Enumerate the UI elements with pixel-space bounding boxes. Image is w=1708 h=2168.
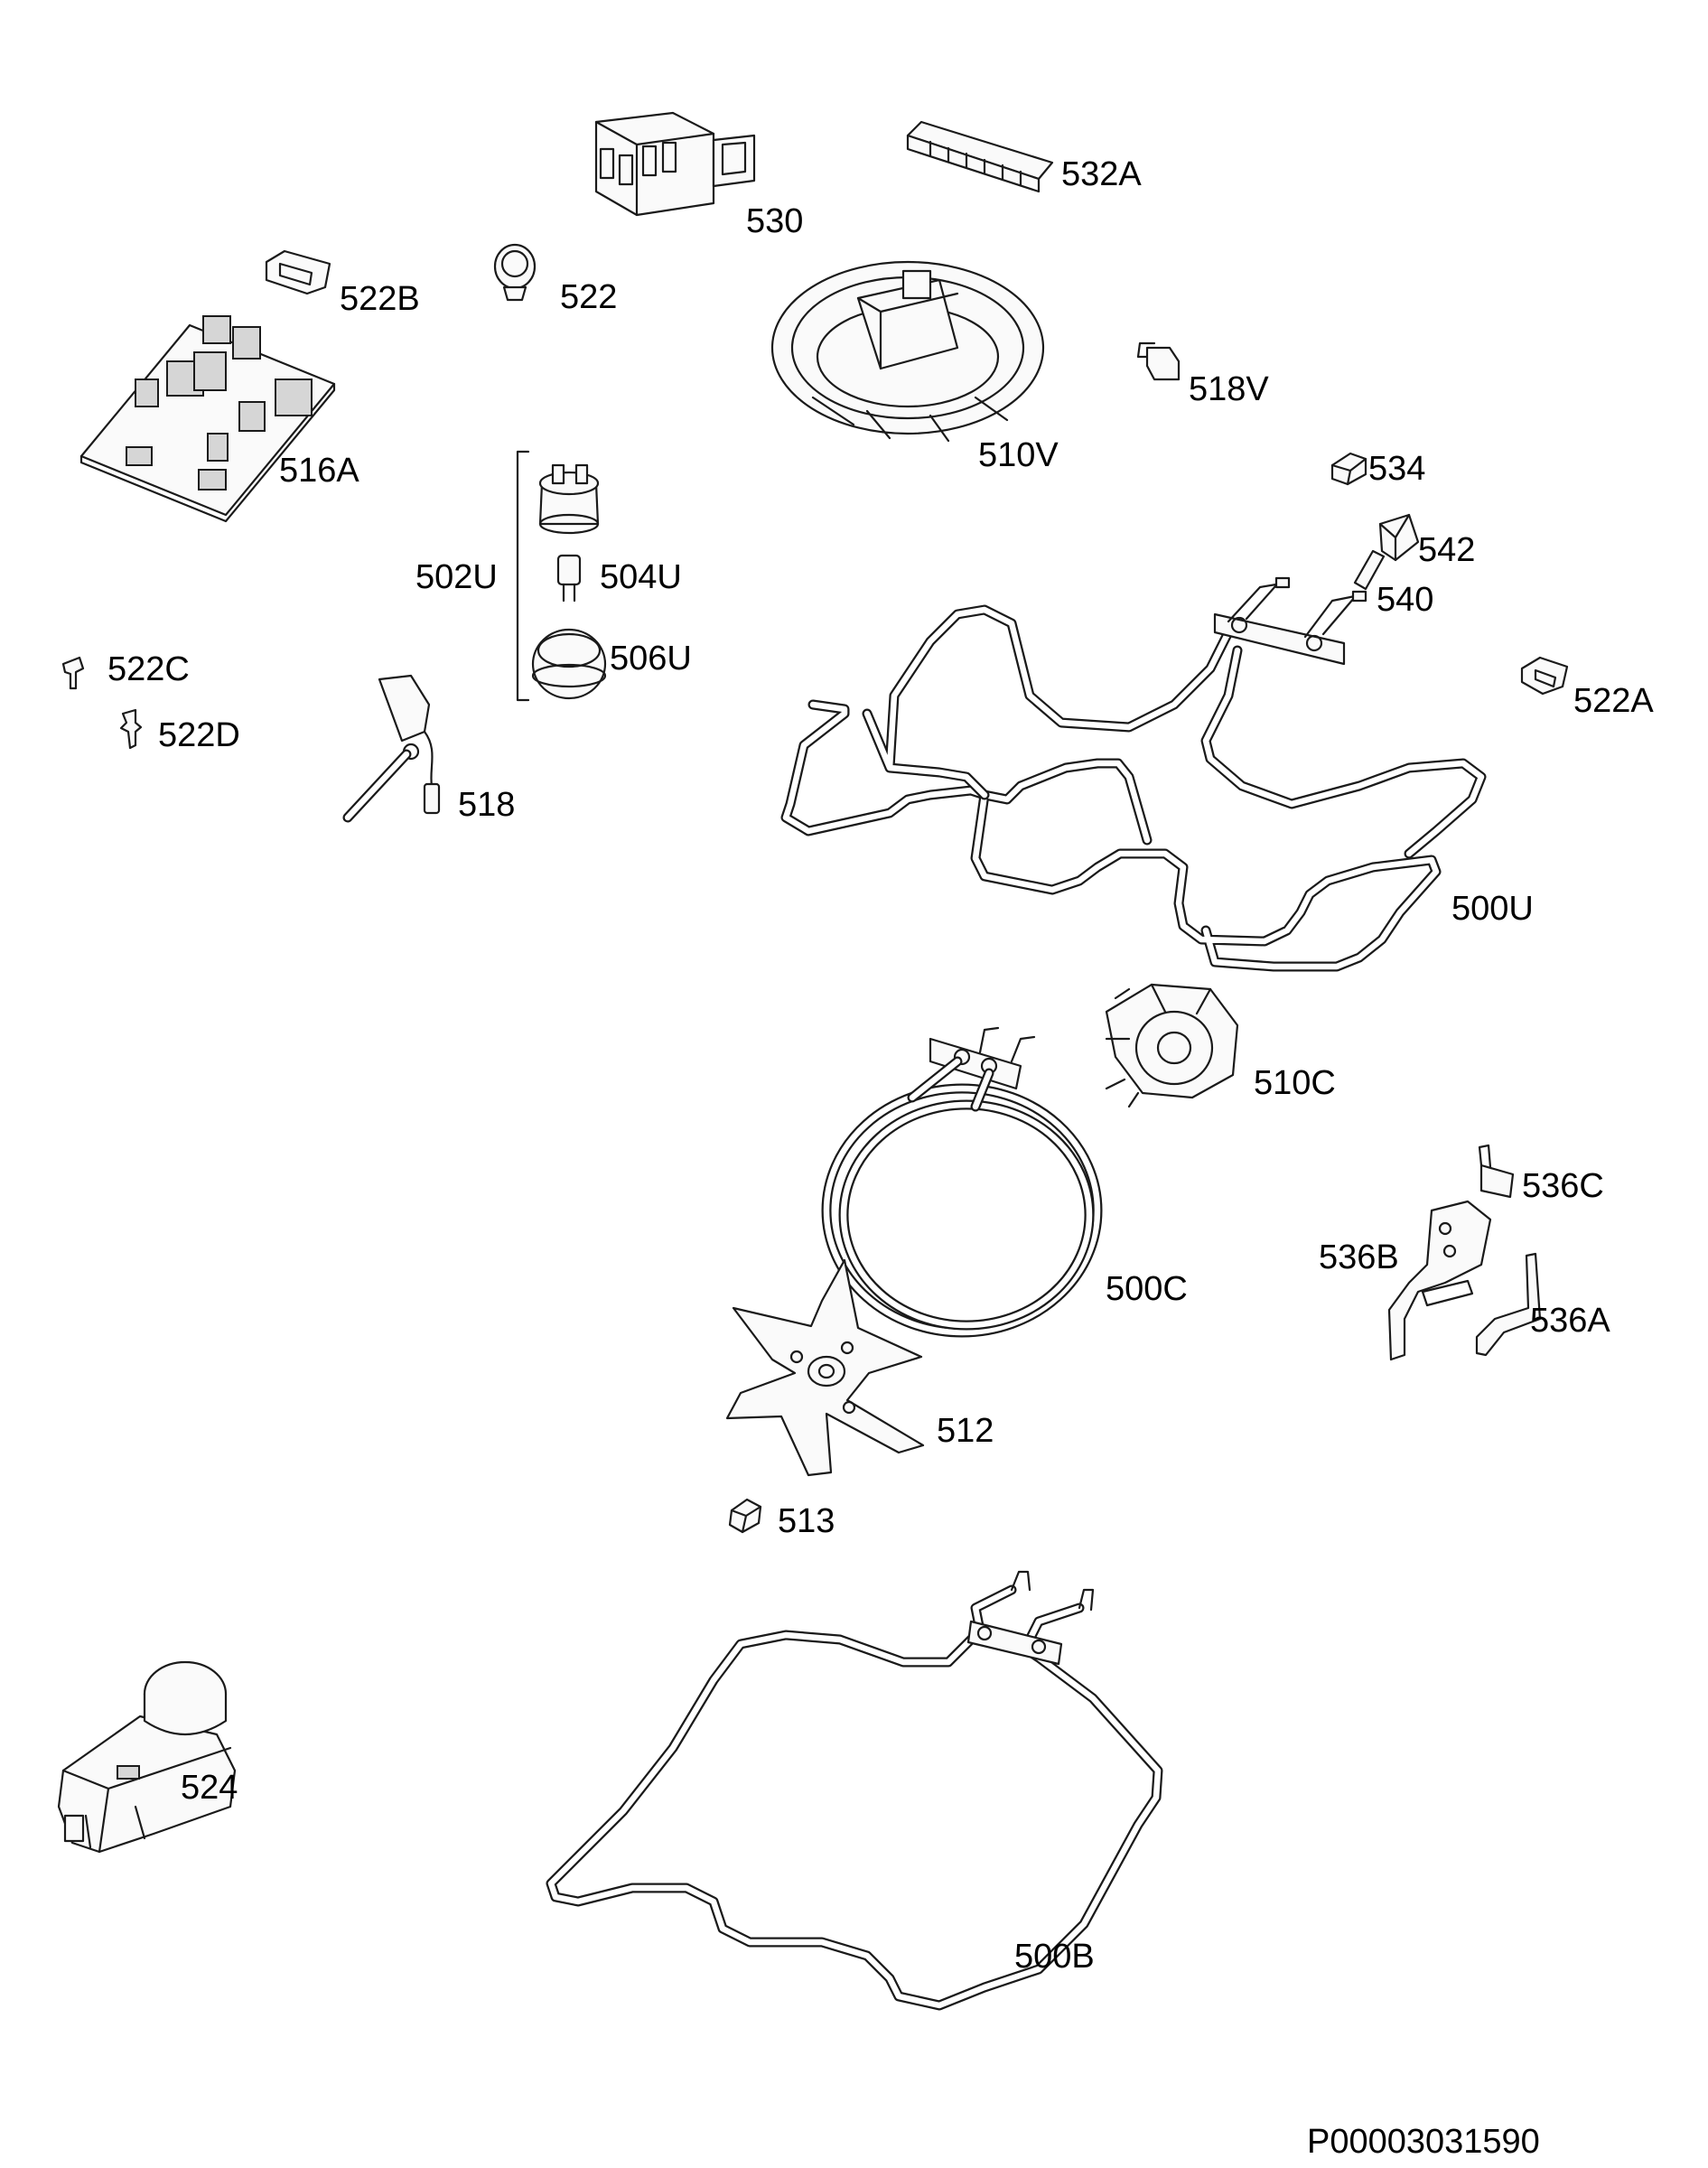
part-label-518: 518 — [458, 786, 516, 824]
part-label-522D: 522D — [158, 716, 240, 754]
part-label-524: 524 — [181, 1769, 238, 1807]
part-label-513: 513 — [778, 1502, 835, 1540]
lamp-holder-icon — [493, 243, 537, 302]
part-label-522: 522 — [560, 278, 618, 316]
thermostat-clip-icon — [1136, 341, 1181, 381]
bulb-icon — [556, 554, 582, 603]
part-label-504U: 504U — [600, 558, 682, 596]
top-heating-element-icon — [780, 576, 1487, 972]
nut-icon — [1330, 452, 1367, 486]
part-label-536A: 536A — [1530, 1302, 1610, 1340]
part-label-536B: 536B — [1319, 1238, 1399, 1276]
circular-heating-element-icon — [821, 1026, 1103, 1338]
cooling-fan-icon — [770, 260, 1045, 443]
circuit-board-icon — [79, 315, 336, 523]
spacer-icon — [1353, 549, 1386, 591]
micro-switch-icon — [1478, 1144, 1515, 1199]
part-label-522B: 522B — [340, 280, 420, 318]
part-label-530: 530 — [746, 202, 804, 240]
part-label-522C: 522C — [107, 650, 190, 688]
screw-icon — [61, 656, 85, 690]
part-label-500U: 500U — [1451, 890, 1534, 928]
part-label-518V: 518V — [1189, 370, 1269, 408]
part-label-516A: 516A — [279, 452, 359, 490]
part-label-506U: 506U — [610, 640, 692, 678]
part-label-500B: 500B — [1014, 1938, 1095, 1976]
part-label-534: 534 — [1368, 450, 1426, 488]
lamp-socket-icon — [538, 463, 600, 535]
temperature-probe-icon — [342, 674, 441, 823]
part-label-510V: 510V — [978, 436, 1059, 474]
part-label-510C: 510C — [1254, 1064, 1336, 1102]
switch-bracket-icon — [1387, 1200, 1492, 1361]
bracket-clip-icon — [265, 249, 331, 295]
lamp-cover-icon — [531, 628, 607, 700]
door-lock-icon — [57, 1660, 237, 1854]
fan-motor-icon — [1105, 983, 1239, 1108]
insulator-icon — [1378, 513, 1420, 562]
connector-strip-icon — [906, 120, 1054, 193]
part-label-522A: 522A — [1573, 682, 1654, 720]
part-label-512: 512 — [937, 1412, 994, 1450]
nut-icon — [728, 1498, 762, 1534]
document-id: P00003031590 — [1307, 2123, 1540, 2161]
fan-blade-icon — [725, 1258, 925, 1477]
part-label-536C: 536C — [1522, 1167, 1604, 1205]
assembly-bracket — [516, 450, 530, 702]
part-label-502U: 502U — [415, 558, 498, 596]
part-label-532A: 532A — [1061, 155, 1142, 193]
part-label-542: 542 — [1418, 531, 1476, 569]
bottom-heating-element-icon — [546, 1570, 1163, 2011]
lever-icon — [1475, 1252, 1542, 1357]
terminal-block-icon — [594, 111, 756, 217]
screw-icon — [119, 708, 143, 750]
part-label-500C: 500C — [1106, 1270, 1188, 1308]
bracket-clip-icon — [1520, 656, 1569, 696]
part-label-540: 540 — [1377, 581, 1434, 619]
